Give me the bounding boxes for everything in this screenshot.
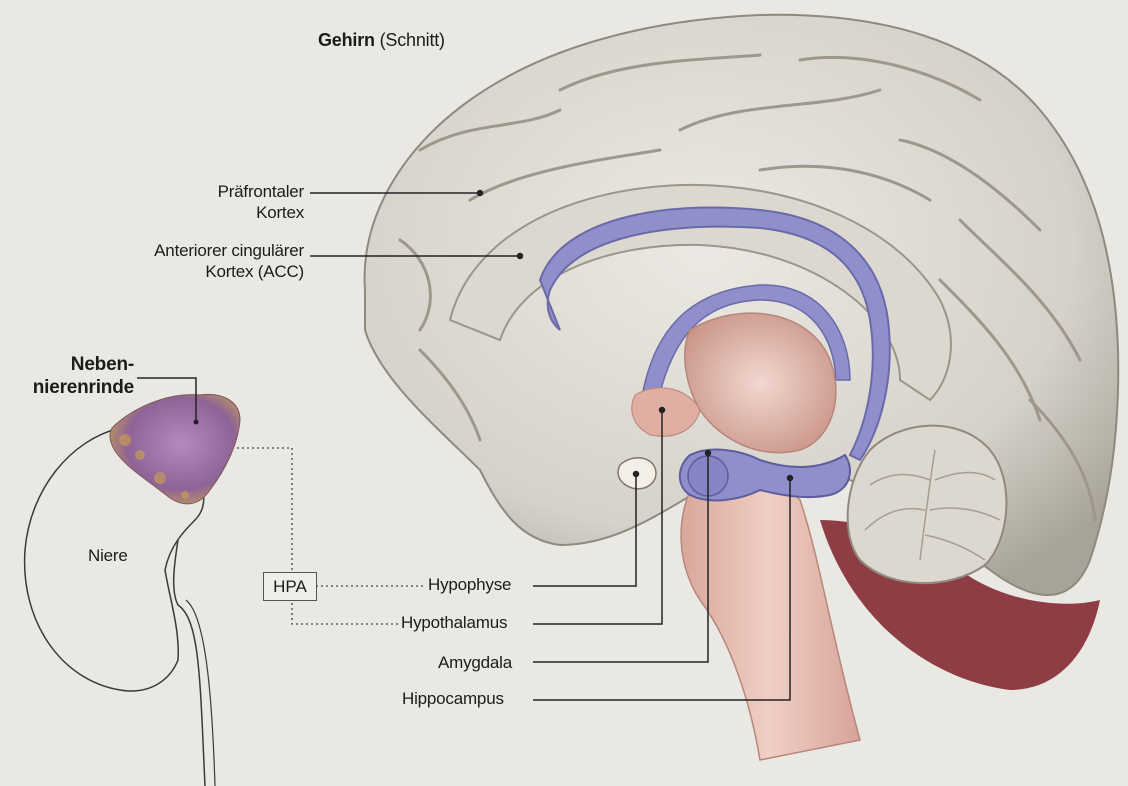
label-kidney: Niere [88,545,128,566]
title-main: Gehirn [318,30,375,50]
ureter [174,540,205,786]
label-acc-line2: Kortex (ACC) [100,261,304,282]
label-pituitary: Hypophyse [428,574,511,595]
label-hippocampus: Hippocampus [402,688,504,709]
label-hypothalamus: Hypothalamus [401,612,507,633]
diagram-title: Gehirn (Schnitt) [318,30,445,51]
label-acc-line1: Anteriorer cingulärer [100,240,304,261]
label-adrenal-cortex: Neben- nierenrinde [20,353,134,399]
label-amygdala: Amygdala [438,652,512,673]
label-prefrontal-line1: Präfrontaler [150,181,304,202]
label-adrenal-line2: nierenrinde [20,376,134,399]
label-adrenal-line1: Neben- [20,353,134,376]
hpa-axis-box: HPA [263,572,317,601]
label-prefrontal-cortex: Präfrontaler Kortex [150,181,304,223]
adrenal-gland [110,394,240,503]
label-acc: Anteriorer cingulärer Kortex (ACC) [100,240,304,282]
hpa-dotted-lines [232,448,426,624]
title-sub: (Schnitt) [380,30,445,50]
label-prefrontal-line2: Kortex [150,202,304,223]
